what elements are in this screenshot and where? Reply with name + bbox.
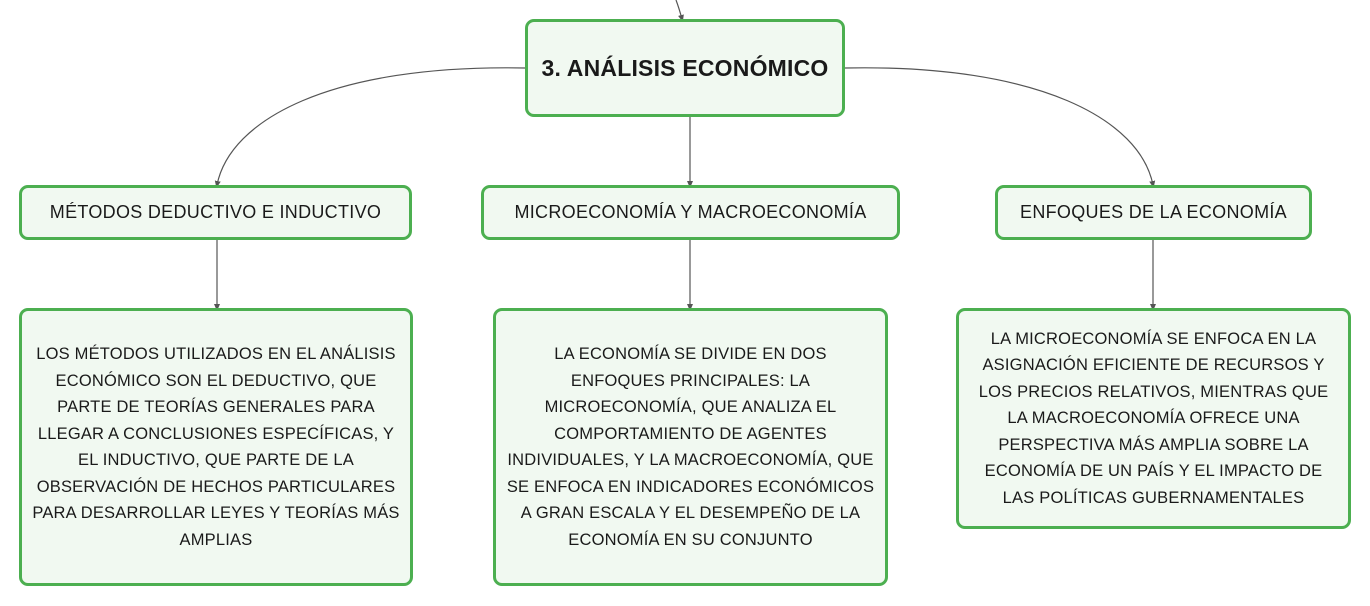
topic-node-label: ENFOQUES DE LA ECONOMÍA [1020, 202, 1287, 222]
connector-root-to-topic-1 [214, 67, 526, 188]
topic-node-enfoques[interactable]: ENFOQUES DE LA ECONOMÍA [995, 185, 1312, 240]
topic-node-micro-macro[interactable]: MICROECONOMÍA Y MACROECONOMÍA [481, 185, 900, 240]
detail-node-enfoques[interactable]: LA MICROECONOMÍA SE ENFOCA EN LA ASIGNAC… [956, 308, 1351, 529]
connector-root-to-topic-3 [844, 67, 1156, 188]
root-node-label: 3. ANÁLISIS ECONÓMICO [541, 54, 829, 81]
topic-node-metodos[interactable]: MÉTODOS DEDUCTIVO E INDUCTIVO [19, 185, 412, 240]
detail-node-text: LOS MÉTODOS UTILIZADOS EN EL ANÁLISIS EC… [32, 345, 400, 549]
detail-node-micro-macro[interactable]: LA ECONOMÍA SE DIVIDE EN DOS ENFOQUES PR… [493, 308, 888, 586]
topic-node-label: MÉTODOS DEDUCTIVO E INDUCTIVO [49, 202, 382, 222]
connector-parent-to-root [675, 0, 684, 22]
topic-node-label: MICROECONOMÍA Y MACROECONOMÍA [514, 202, 867, 222]
detail-node-text: LA ECONOMÍA SE DIVIDE EN DOS ENFOQUES PR… [506, 345, 875, 549]
root-node[interactable]: 3. ANÁLISIS ECONÓMICO [525, 19, 845, 117]
detail-node-text: LA MICROECONOMÍA SE ENFOCA EN LA ASIGNAC… [978, 329, 1329, 507]
detail-node-metodos[interactable]: LOS MÉTODOS UTILIZADOS EN EL ANÁLISIS EC… [19, 308, 413, 586]
